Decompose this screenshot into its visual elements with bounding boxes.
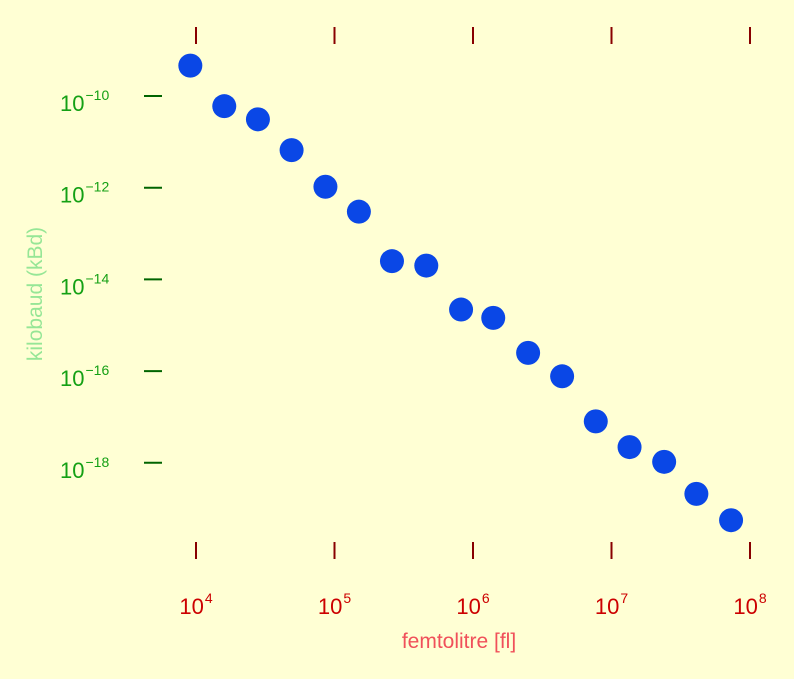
x-tick-labels: 104 105 106 107 108 [179, 590, 766, 619]
data-point [684, 481, 709, 506]
data-point [449, 297, 474, 322]
data-point [719, 508, 744, 533]
data-point [414, 253, 439, 278]
y-tick-label: 10−12 [60, 179, 109, 208]
y-tick-marks [144, 95, 162, 464]
data-point [583, 409, 608, 434]
data-point [550, 364, 575, 389]
y-tick-label: 10−18 [60, 454, 109, 483]
data-point [617, 435, 642, 460]
x-tick-marks-top [195, 27, 751, 44]
x-tick-label: 108 [733, 590, 766, 619]
y-tick-labels: 10−10 10−12 10−14 10−16 10−18 [60, 87, 109, 483]
y-tick-label: 10−14 [60, 270, 109, 299]
x-tick-label: 107 [595, 590, 628, 619]
x-tick-label: 105 [318, 590, 351, 619]
x-tick-label: 104 [179, 590, 212, 619]
y-tick-label: 10−10 [60, 87, 109, 116]
data-point [481, 305, 506, 330]
data-point [279, 138, 304, 163]
x-axis-label: femtolitre [fl] [402, 630, 516, 653]
data-point [212, 94, 237, 119]
x-tick-marks-bottom [195, 542, 751, 559]
data-point [313, 174, 338, 199]
data-point [652, 449, 677, 474]
y-axis-label: kilobaud (kBd) [24, 227, 47, 361]
data-point [516, 340, 541, 365]
data-point [346, 199, 371, 224]
x-tick-label: 106 [456, 590, 489, 619]
data-point [379, 249, 404, 274]
y-tick-label: 10−16 [60, 362, 109, 391]
data-point [245, 107, 270, 132]
data-point [178, 53, 203, 78]
data-points [178, 53, 744, 533]
